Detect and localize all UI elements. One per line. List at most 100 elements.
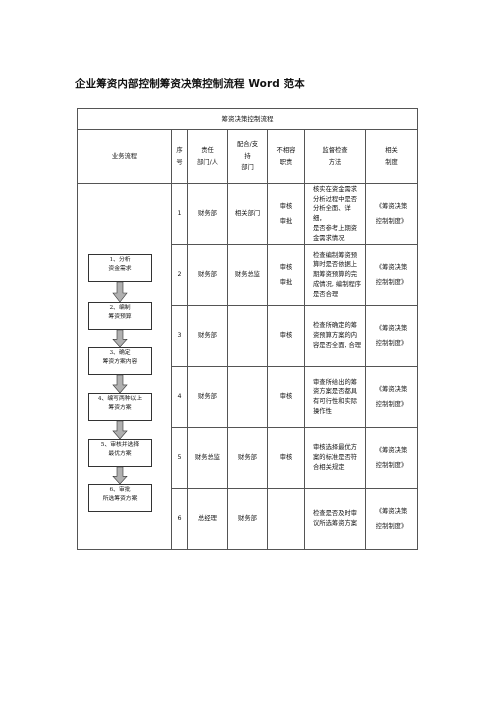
check-line: 案的标准是否符 (313, 454, 358, 462)
row-dept: 财务部 (187, 183, 228, 245)
check-line: 检查所确定的筹 (313, 322, 358, 330)
table-row: 3 财务部 审核 检查所确定的筹资预算方案的内容是否全面, 合理 《筹资决策控制… (78, 305, 419, 367)
header-coop: 配合/支持部门 (227, 129, 268, 184)
flow-step-text: 1、分析 (109, 257, 131, 263)
row-incompatible: 审核审批 (267, 244, 305, 306)
incompatible-line: 审核 (279, 263, 293, 271)
row-seq: 1 (171, 183, 188, 245)
table-header-row: 业务流程 序号 责任部门/人 配合/支持部门 不相容职责 监督检查方法 相关制度 (77, 129, 419, 184)
row-seq: 3 (171, 305, 188, 367)
flow-arrow-icon (112, 375, 128, 393)
header-rules: 相关制度 (364, 129, 419, 184)
row-rules: 《筹资决策控制制度》 (364, 305, 419, 367)
flow-arrow-icon (112, 421, 128, 439)
rule-line: 控制制度》 (375, 340, 408, 347)
check-line: 审查所给出的筹 (313, 378, 358, 386)
check-line: 成情况, 编制程序 (313, 280, 362, 288)
rule-line: 控制制度》 (375, 218, 408, 225)
row-seq: 2 (171, 244, 188, 306)
rule-line: 《筹资决策 (375, 263, 408, 271)
flow-step-text: 2、编制 (109, 305, 131, 311)
row-coop: 财务部 (227, 488, 268, 550)
check-line: 是否参考上期资 (313, 224, 358, 232)
row-coop (227, 305, 268, 367)
incompatible-line: 审批 (279, 279, 293, 286)
row-seq: 5 (171, 427, 188, 489)
rule-line: 控制制度》 (375, 523, 408, 530)
flow-step-box: 1、分析资金需求 (88, 254, 152, 282)
row-coop: 财务总监 (227, 244, 268, 306)
flow-step-text: 筹资方案内容 (102, 358, 138, 365)
flow-step-box: 2、编制筹资预算 (88, 302, 152, 330)
row-dept: 财务部 (187, 244, 228, 306)
incompatible-line: 审核 (279, 393, 293, 401)
check-line: 金需求情况 (313, 234, 345, 242)
table-row: 5 财务总监 财务部 审核 审核选择最优方案的标准是否符合相关规定 《筹资决策控… (78, 427, 419, 489)
flow-step-text: 筹资预算 (108, 313, 132, 320)
check-line: 核实在资金需求 (313, 185, 358, 193)
rule-line: 《筹资决策 (375, 202, 408, 210)
incompatible-line: 审核 (279, 202, 293, 210)
header-seq: 序号 (171, 129, 188, 184)
header-supervise: 监督检查方法 (304, 129, 366, 184)
flow-step-text: 筹资方案 (108, 404, 132, 411)
row-check: 检查编制筹资预算时是否依据上期筹资预算的完成情况, 编制程序是否合理 (304, 244, 366, 306)
document-title: 企业筹资内部控制筹资决策控制流程 Word 范本 (75, 78, 305, 90)
row-incompatible: 审核 (267, 427, 305, 489)
row-coop (227, 366, 268, 428)
incompatible-line: 审核 (279, 454, 293, 462)
row-rules: 《筹资决策控制制度》 (364, 427, 419, 489)
header-dept: 责任部门/人 (187, 129, 228, 184)
row-rules: 《筹资决策控制制度》 (364, 488, 419, 550)
check-line: 分析全面、详细， (313, 205, 351, 222)
row-check: 检查是否及时审议所选筹资方案 (304, 488, 366, 550)
row-rules: 《筹资决策控制制度》 (364, 366, 419, 428)
rule-line: 《筹资决策 (375, 446, 408, 454)
check-line: 期筹资预算的完 (313, 271, 358, 279)
incompatible-line: 审核 (279, 332, 293, 340)
table-row: 2 财务部 财务总监 审核审批 检查编制筹资预算时是否依据上期筹资预算的完成情况… (78, 244, 419, 306)
row-coop: 财务部 (227, 427, 268, 489)
flow-step-text: 所选筹资方案 (102, 495, 138, 502)
check-line: 审核选择最优方 (313, 444, 358, 452)
check-line: 容是否全面, 合理 (313, 341, 362, 349)
rule-line: 《筹资决策 (375, 324, 408, 332)
check-line: 合相关规定 (313, 463, 345, 471)
incompatible-line: 审批 (279, 218, 293, 225)
row-rules: 《筹资决策控制制度》 (364, 183, 419, 245)
flow-step-text: 3、确定 (109, 350, 131, 356)
row-incompatible (267, 488, 305, 550)
table-caption-row: 筹资决策控制流程 (76, 108, 419, 130)
row-seq: 6 (171, 488, 188, 550)
flow-arrow-icon (112, 282, 128, 302)
row-dept: 总经理 (187, 488, 228, 550)
check-line: 检查是否及时审 (313, 510, 358, 518)
check-line: 检查编制筹资预 (313, 251, 358, 259)
flow-step-text: 最优方案 (108, 450, 132, 457)
row-check: 检查所确定的筹资预算方案的内容是否全面, 合理 (304, 305, 366, 367)
row-coop: 相关部门 (227, 183, 268, 245)
header-incompatible: 不相容职责 (267, 129, 305, 184)
control-table: 筹资决策控制流程 业务流程 序号 责任部门/人 配合/支持部门 不相容职责 监督… (76, 108, 419, 550)
flow-step-text: 6、审批 (109, 487, 131, 493)
check-line: 操作性 (313, 407, 332, 415)
flow-arrow-icon (112, 467, 128, 484)
rule-line: 《筹资决策 (375, 507, 408, 515)
flow-step-text: 资金需求 (108, 265, 132, 272)
flow-arrow-icon (112, 330, 128, 347)
row-check: 审核选择最优方案的标准是否符合相关规定 (304, 427, 366, 489)
row-dept: 财务总监 (187, 427, 228, 489)
check-line: 资方案是否都具 (313, 388, 358, 396)
check-line: 议所选筹资方案 (313, 520, 358, 527)
table-caption: 筹资决策控制流程 (76, 108, 419, 130)
flow-step-box: 5、审核并选择最优方案 (88, 439, 152, 467)
flow-step-box: 3、确定筹资方案内容 (88, 347, 152, 375)
row-incompatible: 审核 (267, 366, 305, 428)
check-line: 有可行性和实际 (313, 398, 358, 405)
rule-line: 控制制度》 (375, 279, 408, 286)
check-line: 分析过程中是否 (313, 195, 358, 203)
row-rules: 《筹资决策控制制度》 (364, 244, 419, 306)
